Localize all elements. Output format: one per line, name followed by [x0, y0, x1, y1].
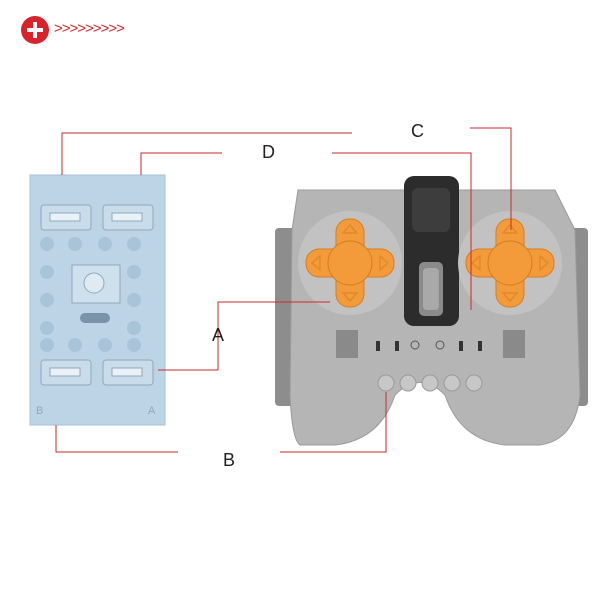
- callout-lines: [55, 127, 512, 453]
- remote-controller: [275, 176, 588, 446]
- receiver-label-b: B: [36, 405, 43, 417]
- ir-receiver: [29, 174, 166, 426]
- arrow-trail: >>>>>>>>>: [54, 20, 125, 37]
- receiver-label-a: A: [148, 405, 156, 417]
- callout-label-d: D: [262, 142, 275, 162]
- plus-circle-icon: [21, 16, 49, 44]
- callout-label-c: C: [411, 121, 424, 141]
- callout-label-a: A: [212, 325, 225, 345]
- callout-label-b: B: [223, 450, 236, 470]
